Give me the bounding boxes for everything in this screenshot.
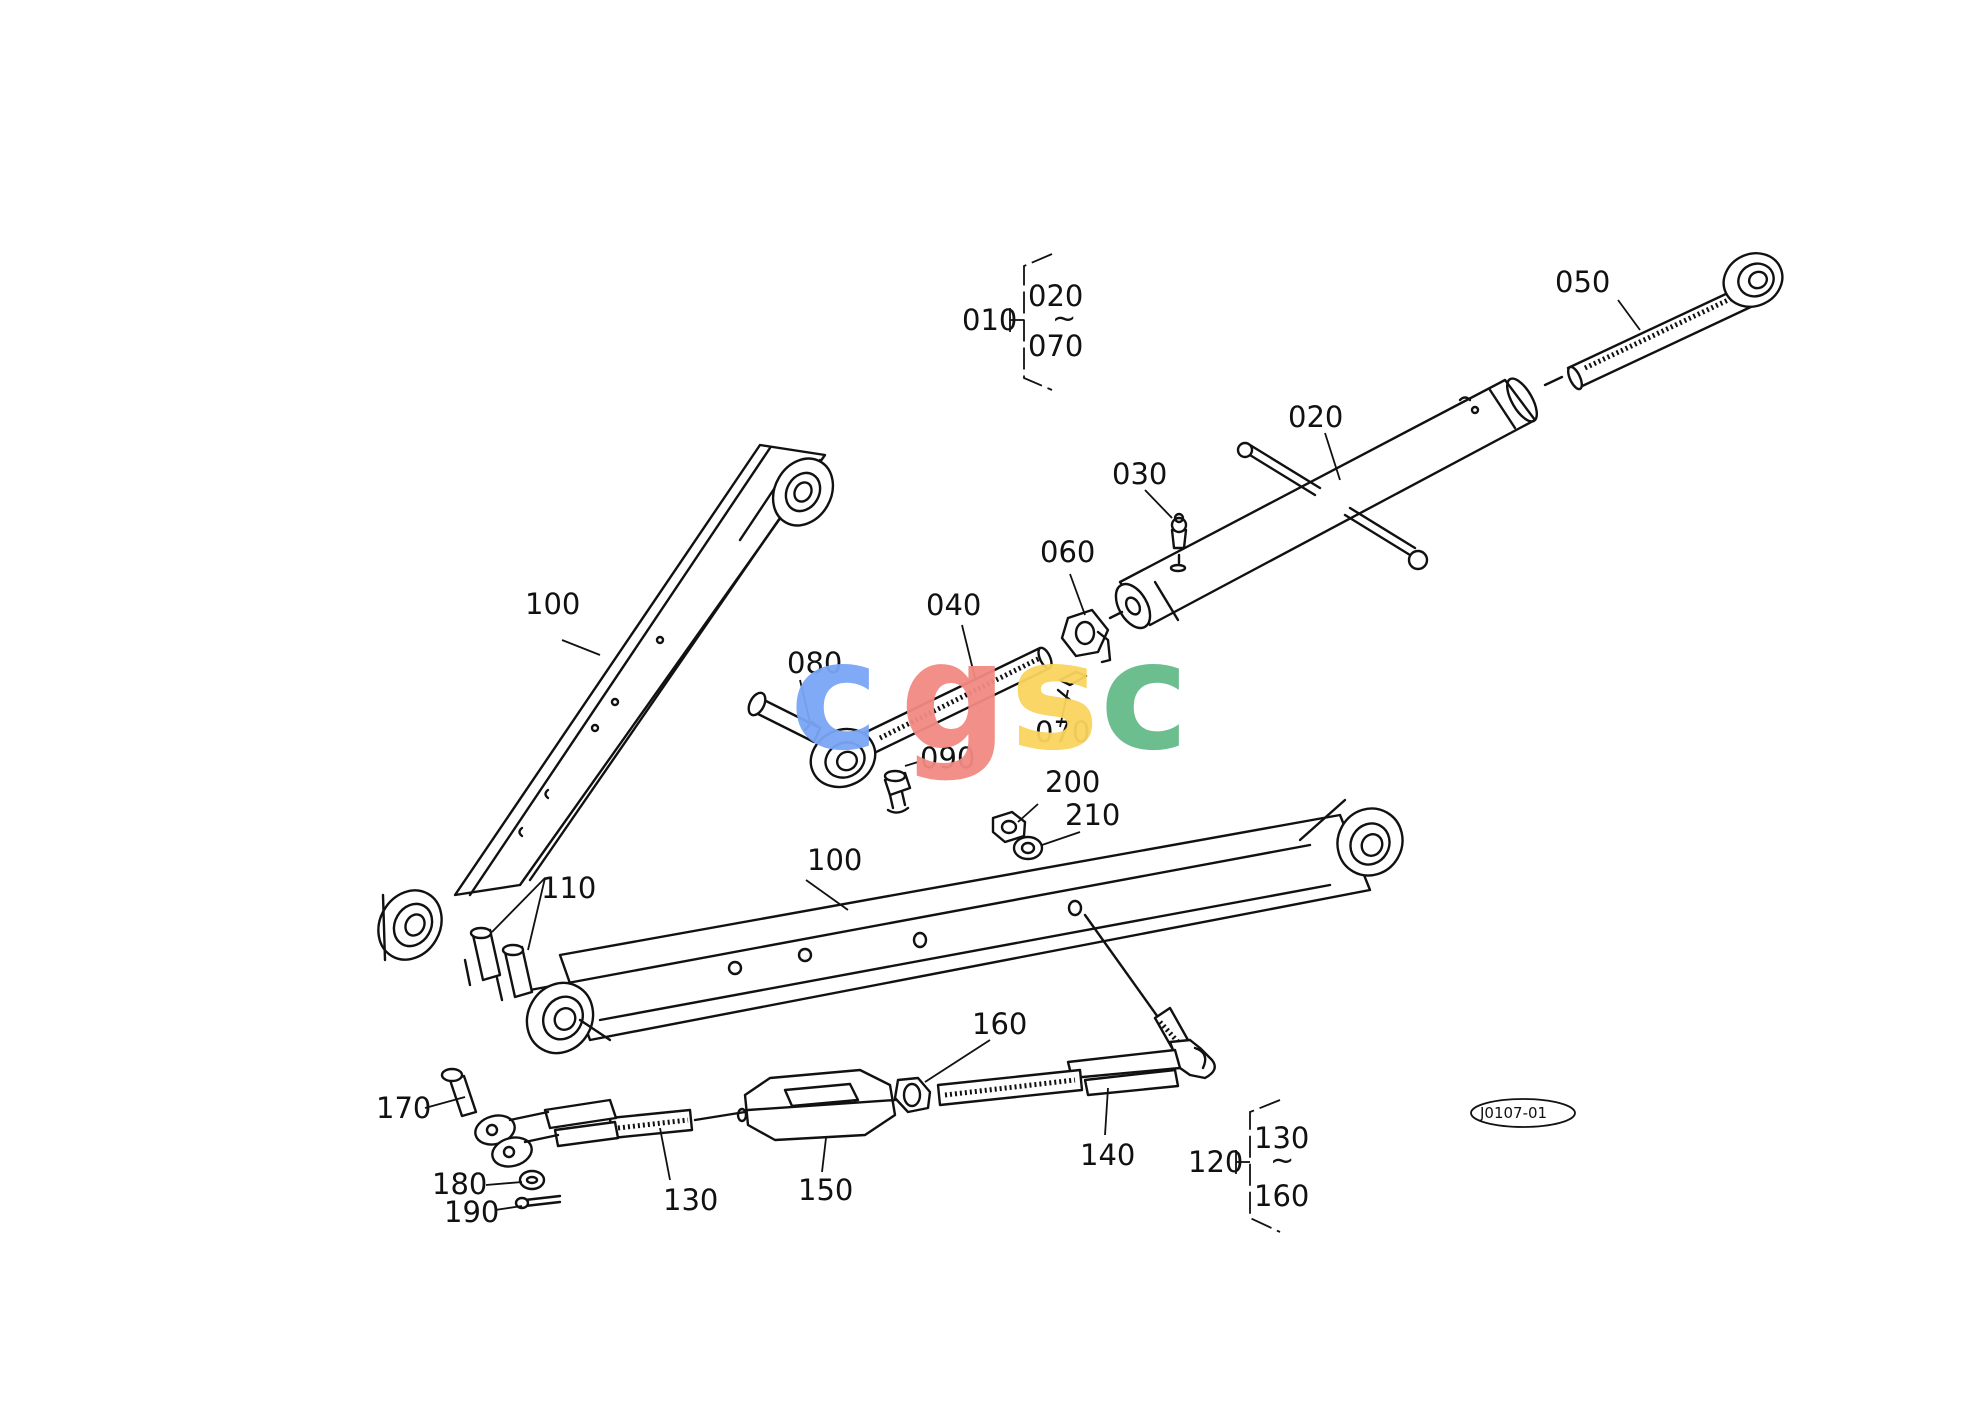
assembly-010-to: 070 <box>1028 329 1083 363</box>
assembly-010-from: 020 <box>1028 279 1083 313</box>
watermark-letter-2: g <box>900 610 1007 784</box>
label-070: 070 <box>1035 715 1090 749</box>
label-100-lower: 100 <box>807 843 862 877</box>
pins-110 <box>463 926 534 1002</box>
label-060: 060 <box>1040 535 1095 569</box>
washers-200-210 <box>991 810 1044 861</box>
part-labels: 050 020 030 060 040 080 070 090 100 100 … <box>376 265 1610 1229</box>
top-link-assembly <box>747 252 1784 814</box>
leader-lines <box>424 299 1641 1211</box>
assembly-120-parent: 120 <box>1188 1145 1243 1179</box>
label-080: 080 <box>787 646 842 680</box>
label-210: 210 <box>1065 798 1120 832</box>
lower-link-bottom <box>525 798 1404 1055</box>
label-040: 040 <box>926 588 981 622</box>
assembly-120-to: 160 <box>1254 1179 1309 1213</box>
watermark-letter-1: c <box>790 610 879 784</box>
assembly-010-tilde: ~ <box>1052 301 1076 335</box>
check-chain-assembly <box>440 913 1216 1210</box>
label-030: 030 <box>1112 457 1167 491</box>
label-150: 150 <box>798 1173 853 1207</box>
label-130: 130 <box>663 1183 718 1217</box>
diagram-reference: J0107-01 <box>1470 1098 1576 1128</box>
label-140: 140 <box>1080 1138 1135 1172</box>
label-190: 190 <box>444 1195 499 1229</box>
assembly-120-from: 130 <box>1254 1121 1309 1155</box>
assembly-010-parent: 010 <box>962 303 1017 337</box>
label-160: 160 <box>972 1007 1027 1041</box>
label-200: 200 <box>1045 765 1100 799</box>
label-170: 170 <box>376 1091 431 1125</box>
label-180: 180 <box>432 1167 487 1201</box>
assembly-120-tilde: ~ <box>1270 1143 1294 1177</box>
bracket-120: 120 130 ~ 160 <box>1188 1099 1309 1233</box>
diagram-ref-text: J0107-01 <box>1479 1104 1547 1122</box>
watermark-letter-4: c <box>1100 610 1189 784</box>
watermark-letter-3: s <box>1010 610 1099 784</box>
bracket-010: 010 020 ~ 070 <box>962 253 1083 391</box>
watermark: c g s c <box>790 610 1189 784</box>
lower-link-left <box>377 443 835 962</box>
label-020: 020 <box>1288 400 1343 434</box>
label-090: 090 <box>920 741 975 775</box>
label-110: 110 <box>541 871 596 905</box>
label-050: 050 <box>1555 265 1610 299</box>
label-100-upper: 100 <box>525 587 580 621</box>
